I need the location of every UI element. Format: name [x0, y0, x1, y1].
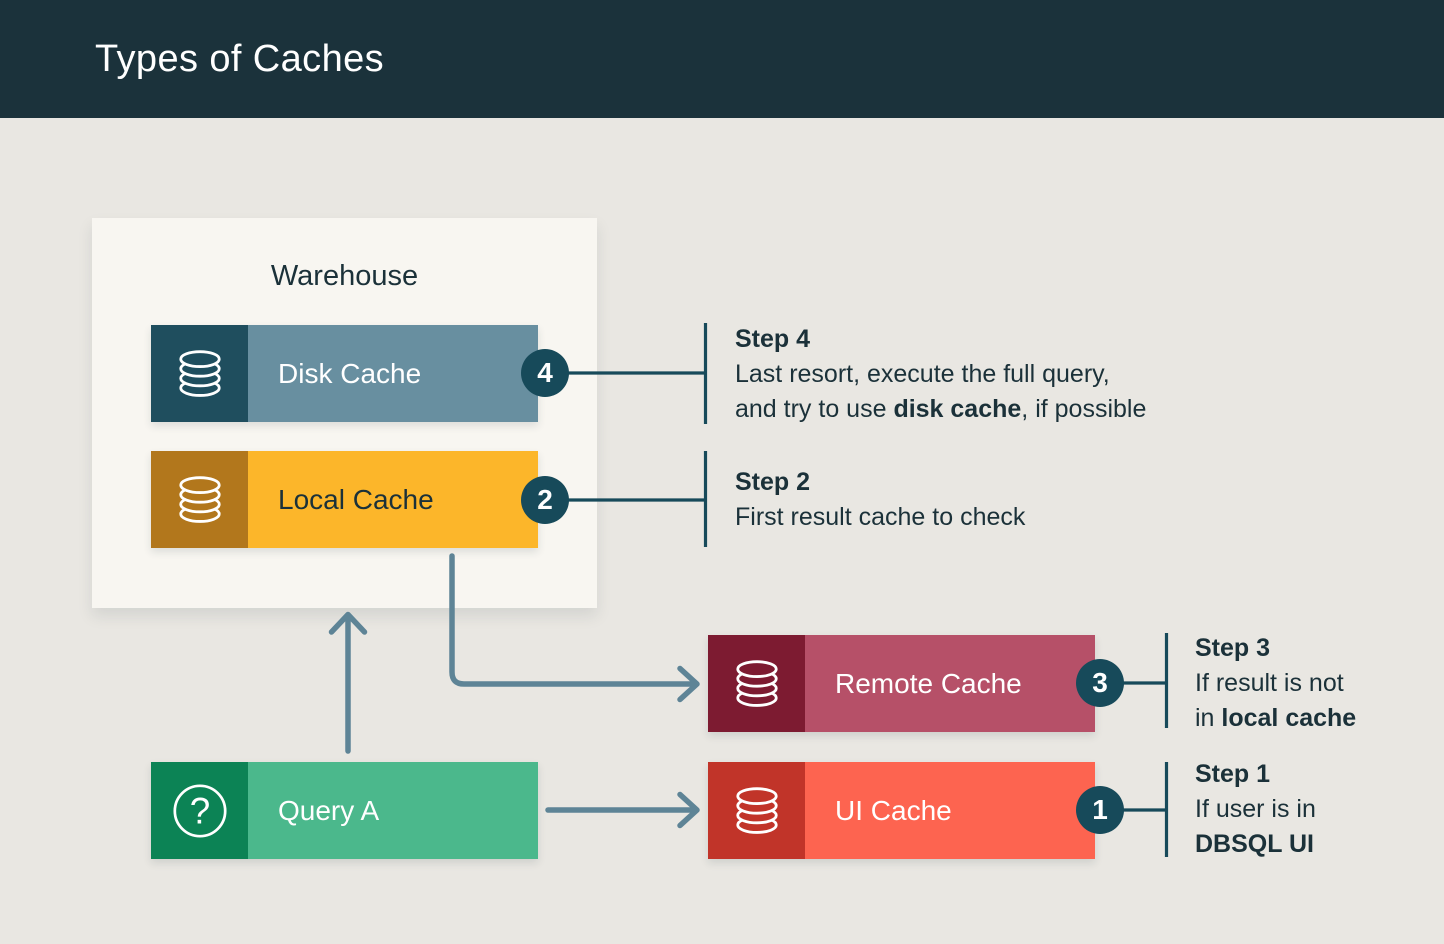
database-icon: [708, 762, 805, 859]
step2-line1: First result cache to check: [735, 503, 1026, 531]
database-icon: [151, 325, 248, 422]
step2-title: Step 2: [735, 468, 811, 496]
database-icon: [151, 451, 248, 548]
step-badge-4: 4: [521, 349, 569, 397]
step1-line1: If user is in: [1195, 795, 1316, 823]
step4-line2: and try to use disk cache, if possible: [735, 395, 1147, 423]
node-disk-cache: Disk Cache: [151, 325, 538, 422]
node-label: Query A: [248, 762, 538, 859]
header-bar: Types of Caches: [0, 0, 1444, 118]
node-label: UI Cache: [805, 762, 1095, 859]
step3-title: Step 3: [1195, 634, 1271, 662]
database-icon: [708, 635, 805, 732]
node-label: Disk Cache: [248, 325, 538, 422]
node-label: Local Cache: [248, 451, 538, 548]
step-badge-3: 3: [1076, 659, 1124, 707]
step-badge-2: 2: [521, 476, 569, 524]
node-query-a: ? Query A: [151, 762, 538, 859]
node-local-cache: Local Cache: [151, 451, 538, 548]
step4-note: Step 4 Last resort, execute the full que…: [735, 322, 1146, 427]
warehouse-label: Warehouse: [270, 260, 419, 292]
svg-text:?: ?: [189, 790, 209, 831]
step3-line1: If result is not: [1195, 669, 1344, 697]
step1-line2: DBSQL UI: [1195, 830, 1314, 858]
step1-title: Step 1: [1195, 760, 1271, 788]
node-ui-cache: UI Cache: [708, 762, 1095, 859]
step4-title: Step 4: [735, 325, 811, 353]
node-remote-cache: Remote Cache: [708, 635, 1095, 732]
step3-note: Step 3 If result is not in local cache: [1195, 631, 1356, 736]
node-label: Remote Cache: [805, 635, 1095, 732]
arrow-query-to-warehouse: [328, 611, 368, 754]
step1-note: Step 1 If user is in DBSQL UI: [1195, 757, 1316, 862]
page-title: Types of Caches: [95, 37, 385, 80]
question-mark-icon: ?: [151, 762, 248, 859]
step-badge-1: 1: [1076, 786, 1124, 834]
step3-line2: in local cache: [1195, 704, 1357, 732]
arrow-query-to-ui: [545, 791, 700, 829]
step4-line1: Last resort, execute the full query,: [735, 360, 1110, 388]
step2-note: Step 2 First result cache to check: [735, 465, 1025, 535]
